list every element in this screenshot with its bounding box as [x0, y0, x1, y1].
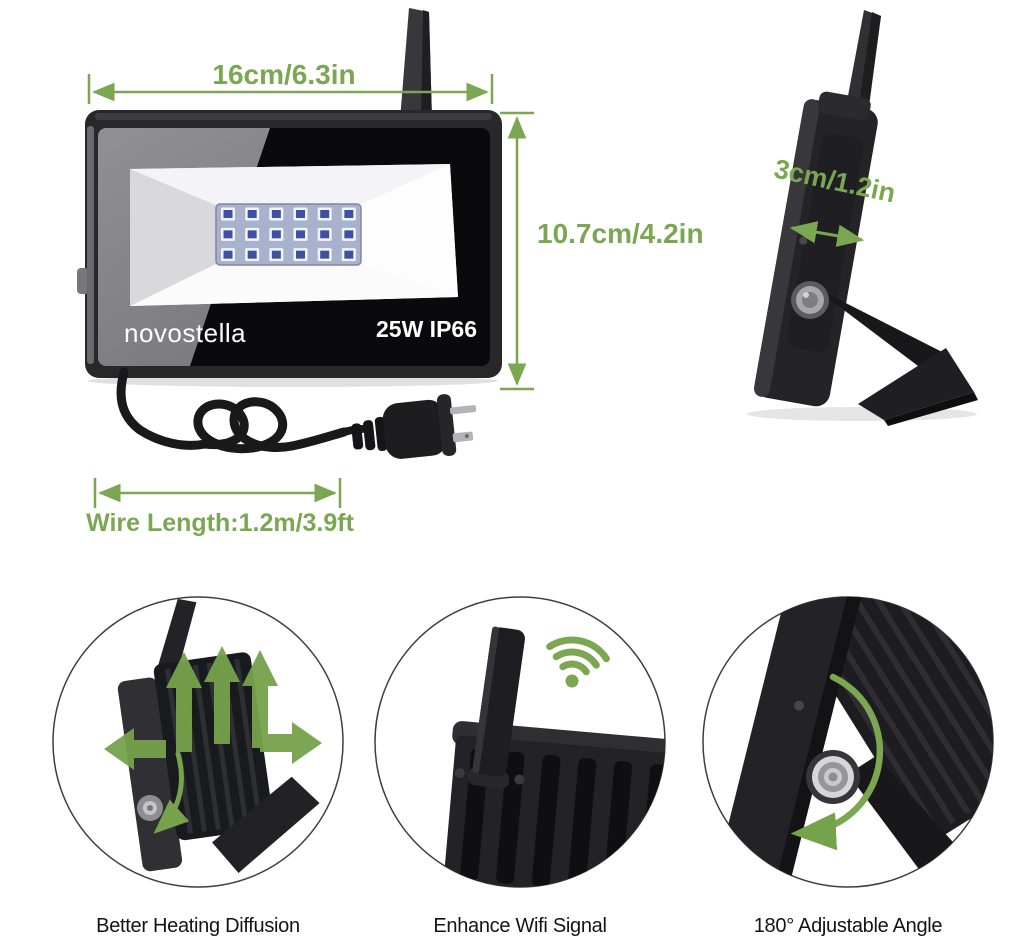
- feature-caption: Enhance Wifi Signal: [433, 915, 607, 937]
- wire-dimension-label: Wire Length:1.2m/3.9ft: [86, 509, 355, 537]
- heat-arrows-icon: [104, 646, 322, 770]
- reflector: [130, 164, 458, 306]
- bracket-strap-closeup: [848, 756, 960, 876]
- wire-dimension: [93, 478, 342, 508]
- mounting-lug: [77, 268, 89, 294]
- feature-heat-diffusion: Better Heating Diffusion: [48, 592, 348, 938]
- front-antenna-icon: [400, 8, 432, 120]
- side-body: [753, 91, 878, 407]
- knob-small: [137, 795, 163, 821]
- side-bracket-foot-edge: [884, 392, 978, 426]
- feature-caption: Better Heating Diffusion: [96, 915, 300, 937]
- front-body-left-edge: [87, 126, 94, 364]
- power-plug: [351, 394, 477, 459]
- antenna-closeup: [454, 626, 525, 789]
- wifi-illustration: [374, 596, 666, 888]
- side-view: 3cm/1.2in: [747, 10, 978, 426]
- plug-prong: [452, 431, 474, 443]
- side-bracket-strap: [812, 286, 950, 378]
- feature-adjustable-angle: 180° Adjustable Angle: [698, 592, 998, 938]
- angle-illustration: [702, 596, 994, 888]
- side-bracket-foot: [858, 348, 974, 420]
- led-grid: [221, 207, 356, 262]
- pivot-knob-closeup: [806, 750, 860, 804]
- front-view: novostella 25W IP66: [77, 8, 502, 387]
- spec-label: 25W IP66: [376, 316, 477, 342]
- height-dimension: [500, 111, 534, 391]
- rotate-arrow-icon: [790, 673, 884, 851]
- front-body-top-highlight: [95, 113, 492, 120]
- depth-dimension: [789, 221, 865, 247]
- wifi-icon: [546, 636, 610, 688]
- heat-diffusion-illustration: [52, 596, 344, 888]
- height-dimension-label: 10.7cm/4.2in: [537, 218, 704, 249]
- plug-prong: [449, 405, 477, 415]
- dimension-diagram: novostella 25W IP66 16cm/6.3in: [77, 8, 978, 537]
- rotate-hint-arrow: [153, 751, 190, 834]
- housing-top: [443, 721, 665, 887]
- width-dimension: [87, 74, 494, 104]
- side-antenna-icon: [845, 10, 881, 116]
- feature-caption: 180° Adjustable Angle: [753, 915, 943, 937]
- led-panel: [215, 203, 362, 266]
- brand-logo: novostella: [124, 318, 246, 348]
- feature-wifi-signal: Enhance Wifi Signal: [370, 592, 670, 938]
- pivot-knob: [791, 281, 829, 319]
- width-dimension-label: 16cm/6.3in: [212, 59, 355, 90]
